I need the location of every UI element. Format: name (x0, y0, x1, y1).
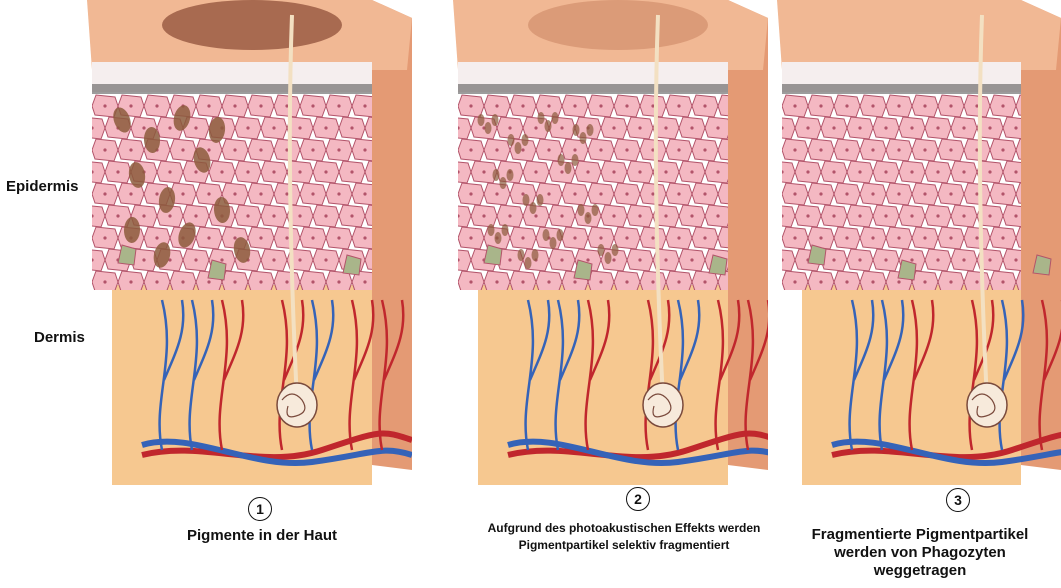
skin-block-step-3 (772, 0, 1061, 485)
step-2-caption: Aufgrund des photoakustischen Effekts we… (452, 520, 796, 554)
step-2-number: 2 (626, 487, 650, 511)
skin-block-step-1 (82, 0, 412, 485)
step-3-caption: Fragmentierte Pigmentpartikel werden von… (808, 526, 1032, 580)
step-1-caption: Pigmente in der Haut (162, 527, 362, 544)
step-3-number: 3 (946, 488, 970, 512)
caption-line: Aufgrund des photoakustischen Effekts we… (452, 520, 796, 537)
skin-block-step-2 (448, 0, 768, 485)
caption-line: Pigmente in der Haut (162, 527, 362, 544)
caption-line: weggetragen (808, 562, 1032, 580)
caption-line: Pigmentpartikel selektiv fragmentiert (452, 537, 796, 554)
caption-line: werden von Phagozyten (808, 544, 1032, 562)
caption-line: Fragmentierte Pigmentpartikel (808, 526, 1032, 544)
epidermis-label: Epidermis (6, 178, 79, 195)
dermis-label: Dermis (34, 329, 85, 346)
step-1-number: 1 (248, 497, 272, 521)
